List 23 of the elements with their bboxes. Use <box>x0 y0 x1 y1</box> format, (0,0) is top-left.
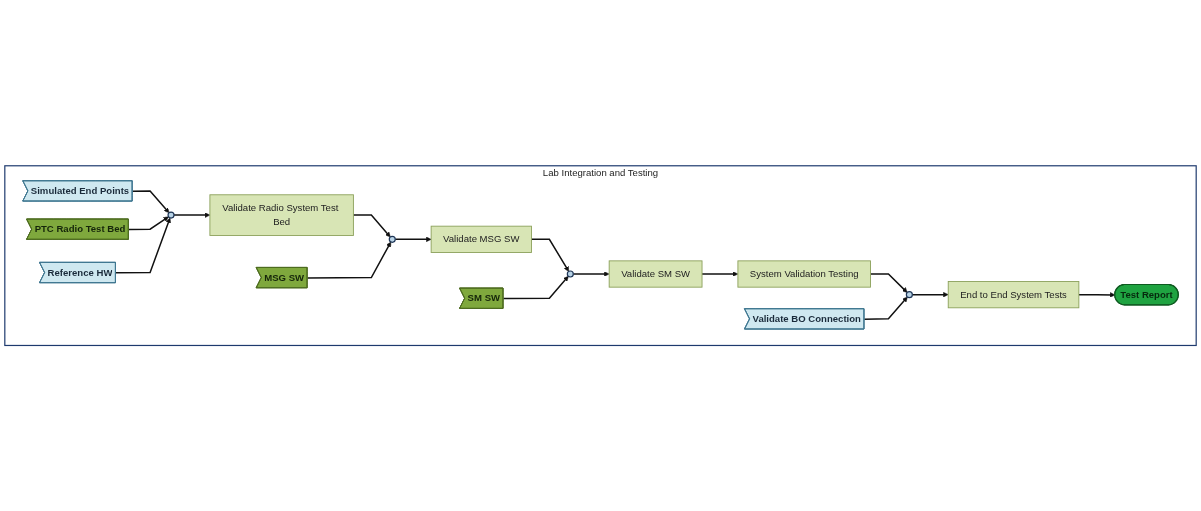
arrow <box>115 217 171 274</box>
arrow <box>394 236 432 242</box>
arrow <box>306 241 392 279</box>
node-circle <box>167 211 175 219</box>
arrow <box>352 214 391 238</box>
node-circle <box>388 235 396 243</box>
arrow <box>863 296 908 320</box>
arrow <box>869 273 908 293</box>
node-box: Validate SM SW <box>608 260 703 288</box>
arrow <box>530 238 569 272</box>
node-box: System Validation Testing <box>737 260 871 288</box>
arrow <box>502 275 569 300</box>
node-box: End to End System Tests <box>947 280 1080 309</box>
arrow <box>131 190 170 213</box>
arrow <box>127 216 169 231</box>
arrow <box>701 271 739 277</box>
arrow <box>911 291 949 298</box>
node-box: Validate MSG SW <box>430 225 532 253</box>
node-circle <box>905 290 913 299</box>
arrow <box>173 212 211 218</box>
arrow <box>572 271 610 277</box>
node-box: Validate Radio System Test Bed <box>209 194 354 236</box>
node-circle <box>566 270 574 278</box>
